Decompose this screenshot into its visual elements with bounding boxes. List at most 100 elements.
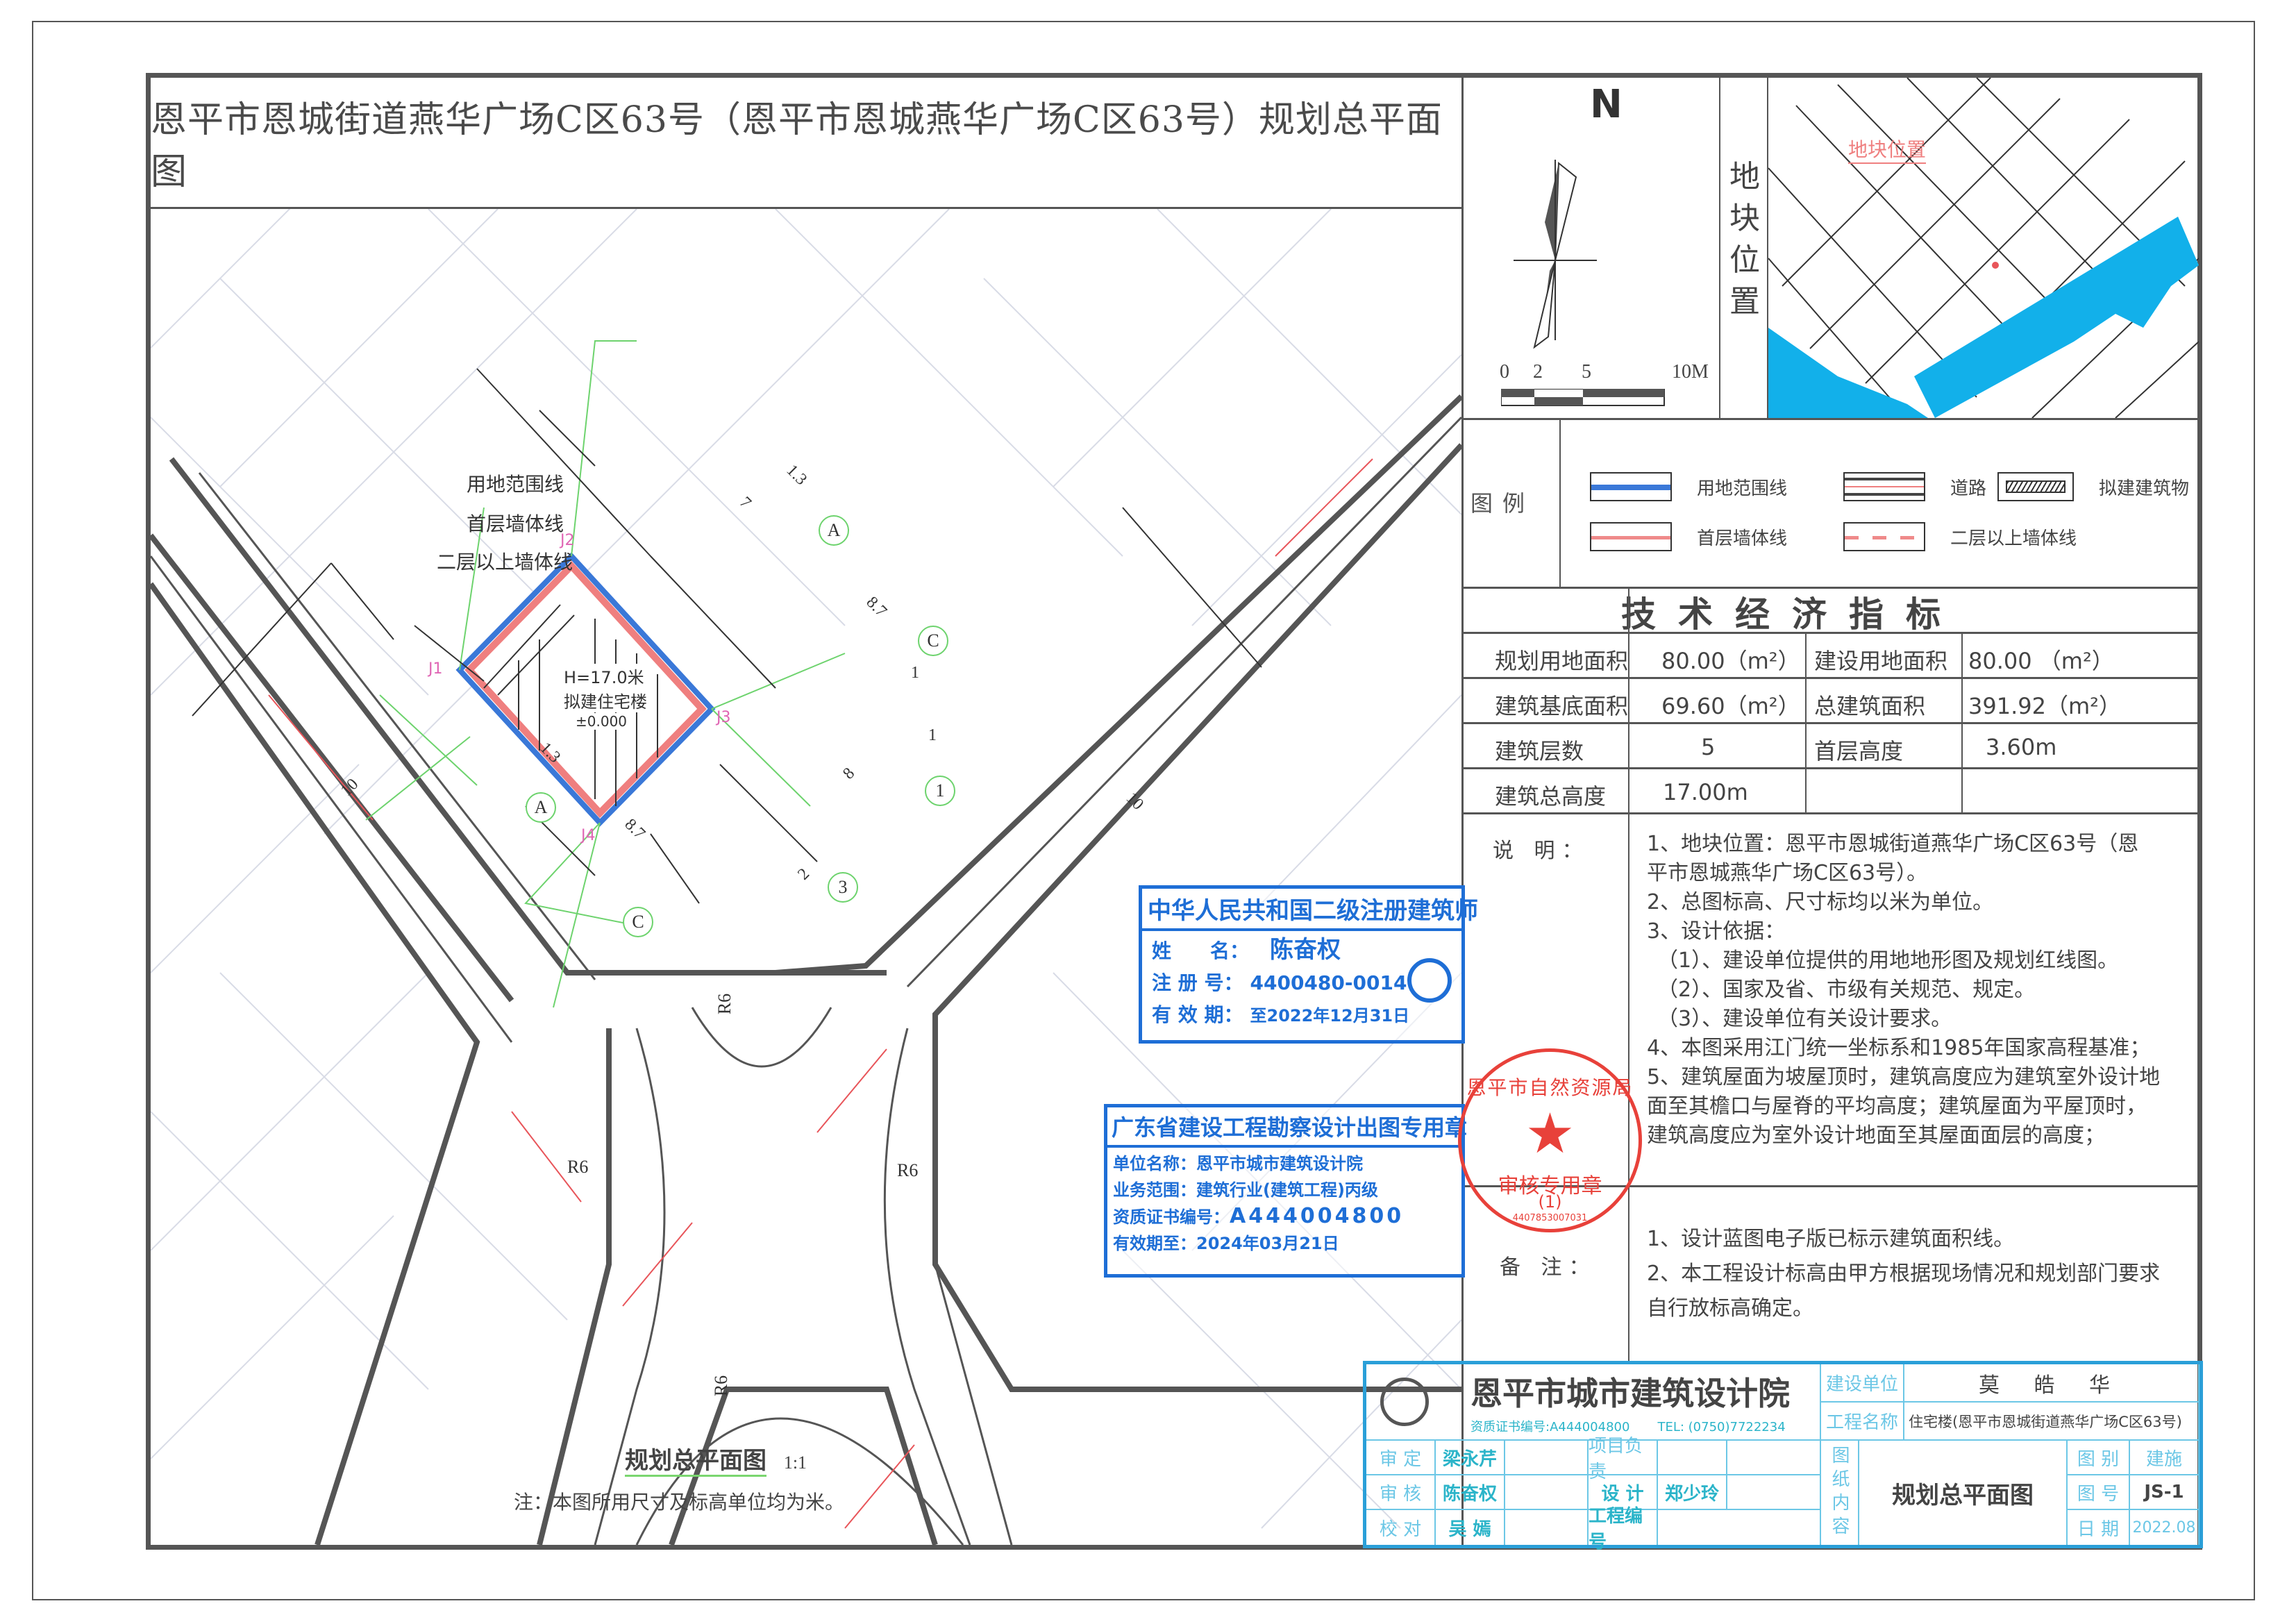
plan-caption-scale: 1:1 (783, 1453, 807, 1473)
tech-row: 规划用地面积 80.00（m²） 建设用地面积 80.00 （m²） (1461, 632, 2197, 680)
scale-bar (1501, 389, 1665, 406)
meta-value-date: 2022.08 (2130, 1510, 2199, 1545)
dim-1-b: 1 (928, 726, 937, 744)
tech-value: 3.60m (1986, 734, 2057, 760)
role-name: 梁永芹 (1436, 1441, 1505, 1475)
divider (1464, 587, 2199, 589)
architect-reg-no: 4400480-0014 (1250, 971, 1407, 994)
notes-label: 说 明： (1493, 839, 1590, 863)
review-seal-org: 恩平市自然资源局 (1466, 1076, 1634, 1099)
tech-key: 建筑基底面积 (1495, 693, 1629, 719)
note-line: 5、建筑屋面为坡屋顶时，建筑高度应为建筑室外设计地 (1647, 1065, 2161, 1089)
review-seal-number: (1) (1538, 1192, 1562, 1212)
scale-tick: 0 (1500, 361, 1509, 383)
building-height: H=17.0米 (564, 664, 644, 688)
role-label: 项目负责 (1589, 1436, 1658, 1482)
scale-tick: 5 (1582, 361, 1591, 383)
tech-value: 17.00m (1663, 779, 1748, 805)
tech-indicators-title: 技术经济指标 (1621, 594, 1963, 635)
radius-left: R6 (567, 1157, 589, 1177)
note-line: 3、设计依据： (1647, 919, 1786, 944)
north-label: N (1590, 82, 1623, 127)
legend-text: 首层墙体线 (1697, 528, 1788, 549)
plan-footnote: 注：本图所用尺寸及标高单位均为米。 (514, 1491, 845, 1514)
grid-axis-c-left: C (623, 907, 653, 937)
stamp-label: 有效期至： (1113, 1234, 1196, 1253)
note-line: （2）、国家及省、市级有关规范、规定。 (1647, 978, 2036, 1002)
plan-caption-title: 规划总平面图 (625, 1447, 766, 1477)
design-seal-cert: A444004800 (1230, 1204, 1405, 1228)
upper-wall-dashed-icon (1843, 522, 1925, 551)
client-label: 建设单位 (1821, 1364, 1904, 1403)
note-line: 4、本图采用江门统一坐标系和1985年国家高程基准； (1647, 1036, 2151, 1060)
location-highlight: 地块位置 (1848, 135, 1927, 164)
role-label: 设 计 (1589, 1475, 1658, 1510)
divider (1559, 418, 1561, 587)
radius-right: R6 (897, 1160, 919, 1180)
remarks-text: 1、设计蓝图电子版已标示建筑面积线。 2、本工程设计标高由甲方根据现场情况和规划… (1647, 1222, 2188, 1326)
remarks-label: 备 注： (1500, 1255, 1597, 1280)
stamp-label: 资质证书编号： (1113, 1207, 1230, 1227)
divider (1628, 812, 1629, 1361)
grid-axis-a-left: A (526, 792, 556, 823)
content-label: 图纸内容 (1821, 1441, 1859, 1545)
signature-slot (1727, 1441, 1821, 1475)
location-map: 地块位置 (1767, 78, 2199, 418)
location-map-drawing (1768, 78, 2199, 418)
project-value: 住宅楼(恩平市恩城街道燕华广场C区63号) (1904, 1403, 2199, 1441)
point-j4: J4 (581, 827, 596, 844)
drawing-frame (146, 73, 2202, 1550)
divider (1461, 812, 2197, 814)
scale-tick: 10M (1672, 361, 1709, 383)
grid-axis-1: 1 (925, 776, 955, 806)
role-name: 陈奋权 (1436, 1475, 1505, 1510)
tech-key: 建筑层数 (1495, 738, 1584, 764)
point-j2: J2 (560, 532, 575, 549)
review-seal-purpose: 审核专用章 (1498, 1174, 1602, 1198)
legend-item-upper-wall: 二层以上墙体线 (1843, 522, 2077, 551)
remark-line: 2、本工程设计标高由甲方根据现场情况和规划部门要求 (1647, 1262, 2161, 1286)
tech-key: 建筑总高度 (1495, 783, 1607, 810)
star-icon: ★ (1525, 1101, 1575, 1166)
project-label: 工程名称 (1821, 1403, 1904, 1441)
scale-tick: 2 (1533, 361, 1543, 383)
scale-bar-labels: 0 2 5 10M (1500, 361, 1709, 383)
divider (1461, 1185, 2197, 1187)
design-seal-stamp: 广东省建设工程勘察设计出图专用章 单位名称：恩平市城市建筑设计院 业务范围：建筑… (1104, 1104, 1467, 1278)
location-label: 地块位置 (1729, 159, 1760, 319)
drawing-title: 恩平市恩城街道燕华广场C区63号（恩平市恩城燕华广场C区63号）规划总平面图 (151, 99, 1443, 193)
legend-label: 图例 (1470, 490, 1535, 517)
architect-stamp: 中华人民共和国二级注册建筑师 姓 名：陈奋权 注 册 号：4400480-001… (1139, 885, 1478, 1044)
hatch-icon (1997, 472, 2074, 501)
legend-item-road: 道路 (1843, 472, 1986, 501)
dim-1-a: 1 (911, 664, 919, 682)
legend-item-ground-wall: 首层墙体线 (1590, 522, 1787, 551)
architect-name: 陈奋权 (1270, 936, 1341, 964)
stamp-label: 有 效 期： (1152, 1003, 1243, 1026)
legend-item-boundary: 用地范围线 (1590, 472, 1787, 501)
grid-axis-c-right: C (918, 626, 948, 656)
legend-text: 用地范围线 (1697, 478, 1788, 499)
role-label: 工程编号 (1589, 1506, 1658, 1552)
grid-axis-a-top: A (819, 515, 849, 546)
note-line: 面至其檐口与屋脊的平均高度；建筑屋面为平屋顶时， (1647, 1094, 2147, 1119)
remark-line: 1、设计蓝图电子版已标示建筑面积线。 (1647, 1227, 2015, 1251)
role-label: 审 定 (1366, 1441, 1436, 1475)
meta-value-category: 建施 (2130, 1441, 2199, 1475)
content-value: 规划总平面图 (1859, 1441, 2068, 1545)
note-line: （1）、建设单位提供的用地地形图及规划红线图。 (1647, 948, 2119, 973)
stamp-label: 姓 名： (1152, 939, 1250, 962)
notes-text: 1、地块位置：恩平市恩城街道燕华广场C区63号（恩 平市恩城燕华广场C区63号）… (1647, 830, 2188, 1150)
role-label: 校 对 (1366, 1510, 1436, 1545)
legend-text: 道路 (1950, 478, 1987, 499)
meta-label: 图 别 (2068, 1441, 2130, 1475)
institute-logo-icon (1380, 1378, 1429, 1426)
note-line: 平市恩城燕华广场C区63号）。 (1647, 861, 1928, 885)
role-name: 吴 嫣 (1436, 1510, 1505, 1545)
tech-row: 建筑层数 5 首层高度 3.60m (1461, 722, 2197, 770)
divider (1628, 587, 1629, 812)
tech-value: 391.92（m²） (1968, 693, 2121, 719)
role-label: 审 核 (1366, 1475, 1436, 1510)
leader-label-upper-wall: 二层以上墙体线 (437, 551, 573, 574)
